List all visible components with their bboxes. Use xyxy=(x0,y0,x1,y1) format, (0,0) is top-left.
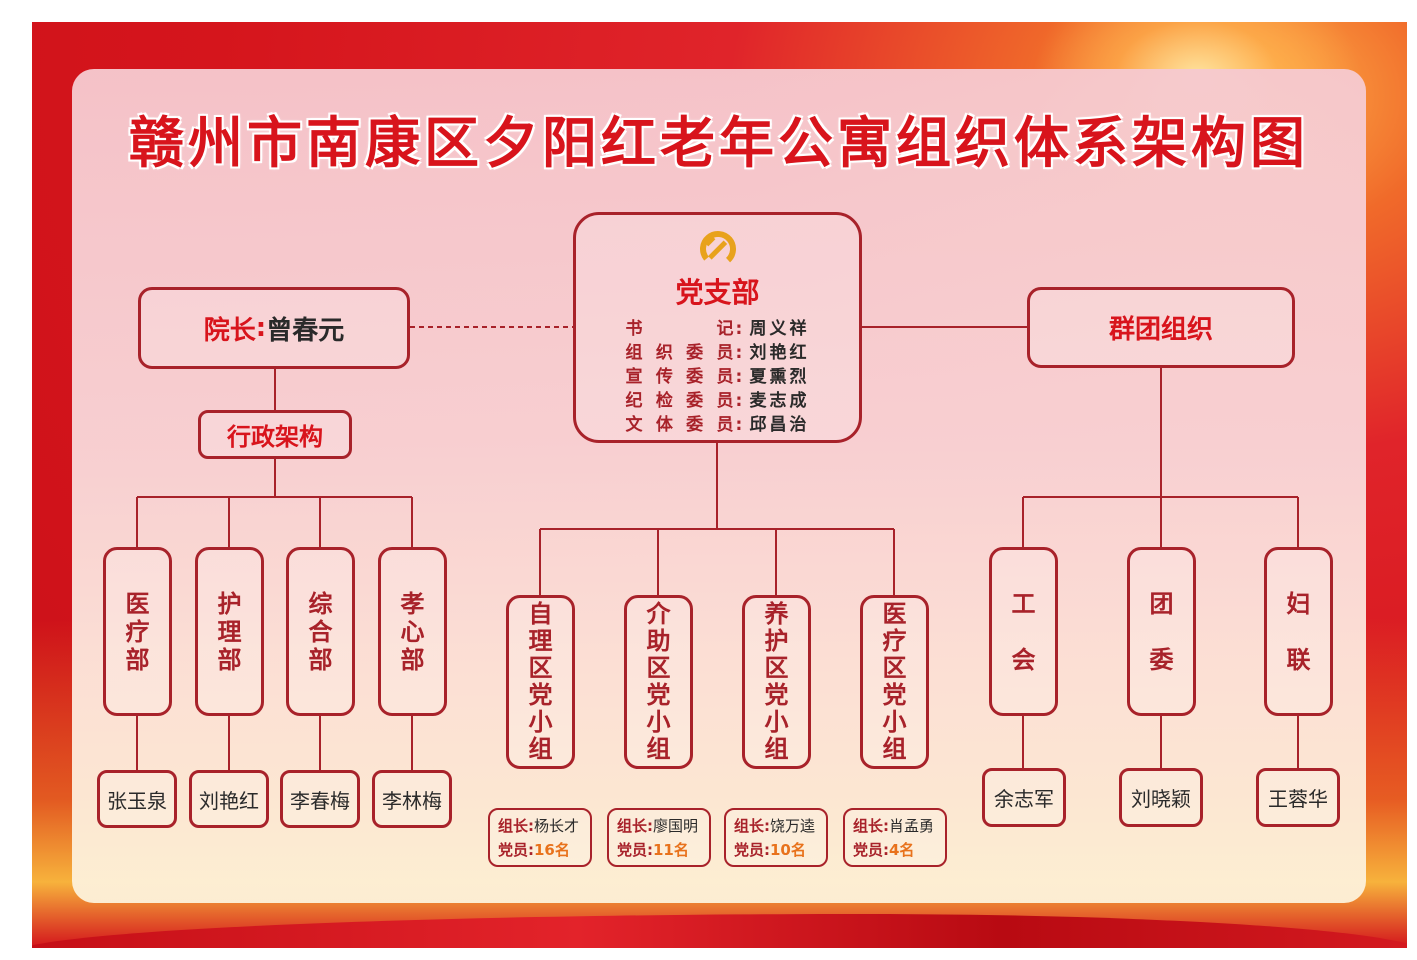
party-group-info: 组长:杨长才 党员:16名 xyxy=(488,808,592,867)
party-group-info: 组长:廖国明 党员:11名 xyxy=(607,808,711,867)
party-role-row: 组织委员: 刘艳红 xyxy=(625,343,810,363)
mass-org-unit-name: 工会 xyxy=(1011,589,1036,674)
party-group-box: 自理区党小组 xyxy=(506,595,575,769)
mass-org-unit-name: 团委 xyxy=(1149,589,1174,674)
group-members-line: 党员:16名 xyxy=(498,838,570,862)
members-count: 16名 xyxy=(534,840,570,859)
party-group-box: 养护区党小组 xyxy=(742,595,811,769)
department-label: 医疗部 xyxy=(125,589,150,674)
role-label: 文体委员 xyxy=(625,415,736,435)
role-value: 夏熏烈 xyxy=(749,367,810,387)
mass-org-unit-name: 妇联 xyxy=(1286,589,1311,674)
role-label: 宣传委员 xyxy=(625,367,736,387)
party-group-box: 介助区党小组 xyxy=(624,595,693,769)
admin-structure-box: 行政架构 xyxy=(198,410,352,459)
members-count: 10名 xyxy=(770,840,806,859)
mass-org-unit: 妇联 xyxy=(1264,547,1333,716)
department-head: 李林梅 xyxy=(372,770,452,828)
leader-label: 组长: xyxy=(617,816,653,835)
page-title: 赣州市南康区夕阳红老年公寓组织体系架构图 xyxy=(128,110,1309,175)
leader-name: 肖孟勇 xyxy=(889,816,935,835)
group-members-line: 党员:10名 xyxy=(734,838,806,862)
mass-org-head: 刘晓颖 xyxy=(1119,768,1203,827)
group-leader-line: 组长:廖国明 xyxy=(617,814,698,838)
members-label: 党员: xyxy=(853,840,889,859)
department-label: 综合部 xyxy=(308,589,333,674)
party-roles-list: 书记: 周义祥 组织委员: 刘艳红 宣传委员: 夏熏烈 纪检委员: 麦志成 文体… xyxy=(626,317,810,437)
group-leader-line: 组长:饶万逵 xyxy=(734,814,815,838)
department-label: 护理部 xyxy=(217,589,242,674)
party-group-box: 医疗区党小组 xyxy=(860,595,929,769)
leader-name: 饶万逵 xyxy=(770,816,816,835)
role-label: 组织委员 xyxy=(625,343,736,363)
mass-org-head-name: 王蓉华 xyxy=(1268,787,1328,811)
mass-org-unit: 团委 xyxy=(1127,547,1196,716)
group-members-line: 党员:4名 xyxy=(853,838,914,862)
department-general: 综合部 xyxy=(286,547,355,716)
party-group-info: 组长:饶万逵 党员:10名 xyxy=(724,808,828,867)
role-value: 麦志成 xyxy=(749,391,810,411)
leader-name: 杨长才 xyxy=(534,816,580,835)
leader-label: 组长: xyxy=(734,816,770,835)
group-leader-line: 组长:杨长才 xyxy=(498,814,579,838)
director-box: 院长 : 曾春元 xyxy=(138,287,410,369)
director-name: 曾春元 xyxy=(266,315,345,346)
hammer-sickle-icon xyxy=(699,231,736,267)
role-label: 书记 xyxy=(625,319,736,339)
party-branch-title: 党支部 xyxy=(675,276,760,309)
director-colon: : xyxy=(255,313,267,343)
role-value: 周义祥 xyxy=(749,319,810,339)
members-label: 党员: xyxy=(617,840,653,859)
department-head: 李春梅 xyxy=(280,770,360,828)
party-group-info: 组长:肖孟勇 党员:4名 xyxy=(843,808,947,867)
admin-structure-label: 行政架构 xyxy=(227,423,323,451)
party-group-name: 自理区党小组 xyxy=(528,600,553,763)
department-label: 孝心部 xyxy=(400,589,425,674)
leader-label: 组长: xyxy=(498,816,534,835)
members-count: 4名 xyxy=(889,840,915,859)
leader-name: 廖国明 xyxy=(653,816,699,835)
role-value: 刘艳红 xyxy=(749,343,810,363)
director-label: 院长 xyxy=(203,315,256,346)
mass-org-head-name: 刘晓颖 xyxy=(1131,787,1191,811)
department-medical: 医疗部 xyxy=(103,547,172,716)
party-group-name: 医疗区党小组 xyxy=(882,600,907,763)
party-role-row: 书记: 周义祥 xyxy=(625,319,810,339)
members-label: 党员: xyxy=(498,840,534,859)
department-head-name: 李春梅 xyxy=(290,788,350,813)
party-role-row: 纪检委员: 麦志成 xyxy=(625,391,810,411)
members-count: 11名 xyxy=(653,840,689,859)
mass-org-title: 群团组织 xyxy=(1108,315,1213,345)
department-head-name: 张玉泉 xyxy=(107,788,167,813)
role-value: 邱昌治 xyxy=(749,415,810,435)
leader-label: 组长: xyxy=(853,816,889,835)
group-leader-line: 组长:肖孟勇 xyxy=(853,814,934,838)
group-members-line: 党员:11名 xyxy=(617,838,689,862)
party-group-name: 养护区党小组 xyxy=(764,600,789,763)
party-role-row: 宣传委员: 夏熏烈 xyxy=(625,367,810,387)
mass-org-head-name: 余志军 xyxy=(994,787,1054,811)
members-label: 党员: xyxy=(734,840,770,859)
mass-org-unit: 工会 xyxy=(989,547,1058,716)
mass-org-head: 余志军 xyxy=(982,768,1066,827)
department-filial: 孝心部 xyxy=(378,547,447,716)
role-label: 纪检委员 xyxy=(625,391,736,411)
department-head-name: 刘艳红 xyxy=(199,788,259,813)
department-head-name: 李林梅 xyxy=(382,788,442,813)
party-group-name: 介助区党小组 xyxy=(646,600,671,763)
content-panel xyxy=(72,69,1366,903)
department-head: 刘艳红 xyxy=(189,770,269,828)
mass-org-head: 王蓉华 xyxy=(1256,768,1340,827)
party-role-row: 文体委员: 邱昌治 xyxy=(625,415,810,435)
party-branch-box: 党支部 书记: 周义祥 组织委员: 刘艳红 宣传委员: 夏熏烈 纪检委员: 麦志… xyxy=(573,212,862,443)
department-nursing: 护理部 xyxy=(195,547,264,716)
mass-org-box: 群团组织 xyxy=(1027,287,1295,368)
department-head: 张玉泉 xyxy=(97,770,177,828)
